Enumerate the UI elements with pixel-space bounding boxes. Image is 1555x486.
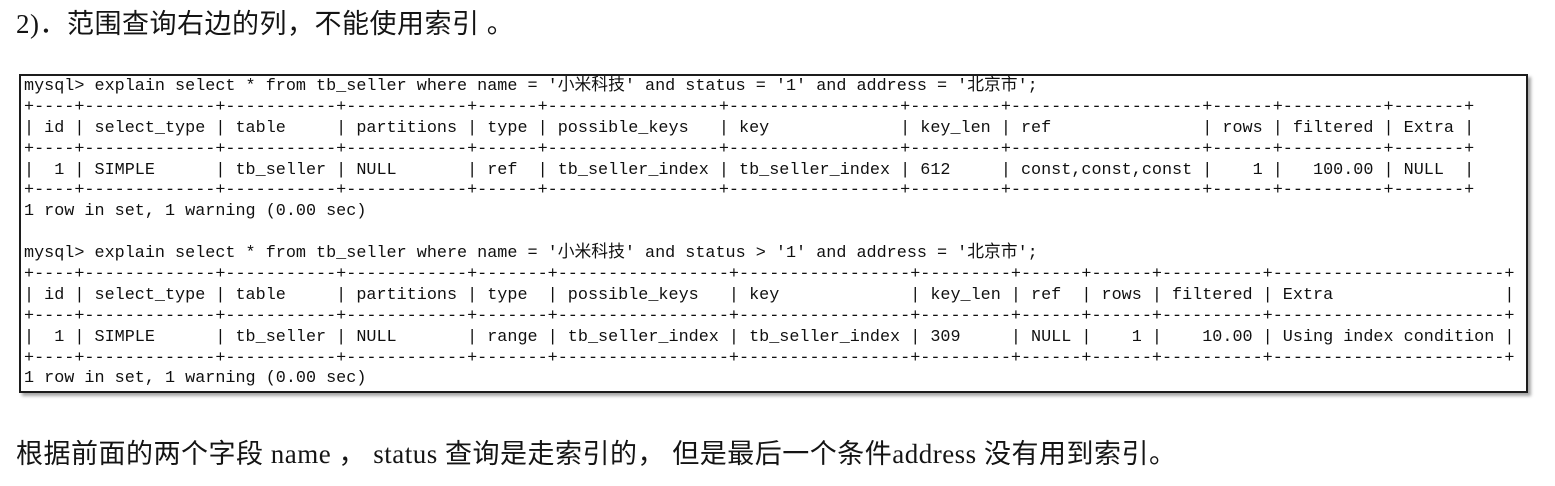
table-1-header-row: | id | select_type | table | partitions … [24, 118, 1475, 138]
section-heading: 2)．范围查询右边的列，不能使用索引 。 [16, 9, 515, 39]
table-1-bottom-border: +----+-------------+-----------+--------… [24, 181, 1475, 201]
table-1-top-border: +----+-------------+-----------+--------… [24, 97, 1475, 117]
table-2-header-separator: +----+-------------+-----------+--------… [24, 306, 1515, 326]
table-2-bottom-border: +----+-------------+-----------+--------… [24, 348, 1515, 368]
table-2-top-border: +----+-------------+-----------+--------… [24, 265, 1515, 285]
result-summary-1: 1 row in set, 1 warning (0.00 sec) [24, 202, 367, 222]
mysql-query-1: mysql> explain select * from tb_seller w… [24, 77, 1038, 96]
blank-line [24, 223, 1526, 244]
terminal-output-box: mysql> explain select * from tb_seller w… [19, 74, 1528, 393]
result-summary-2: 1 row in set, 1 warning (0.00 sec) [24, 369, 367, 389]
table-1-data-row: | 1 | SIMPLE | tb_seller | NULL | ref | … [24, 160, 1475, 180]
explanation-text: 根据前面的两个字段 name ， status 查询是走索引的， 但是最后一个条… [16, 439, 1177, 469]
table-2-data-row: | 1 | SIMPLE | tb_seller | NULL | range … [24, 327, 1515, 347]
mysql-query-2: mysql> explain select * from tb_seller w… [24, 244, 1038, 264]
table-1-header-separator: +----+-------------+-----------+--------… [24, 139, 1475, 159]
table-2-header-row: | id | select_type | table | partitions … [24, 285, 1515, 305]
